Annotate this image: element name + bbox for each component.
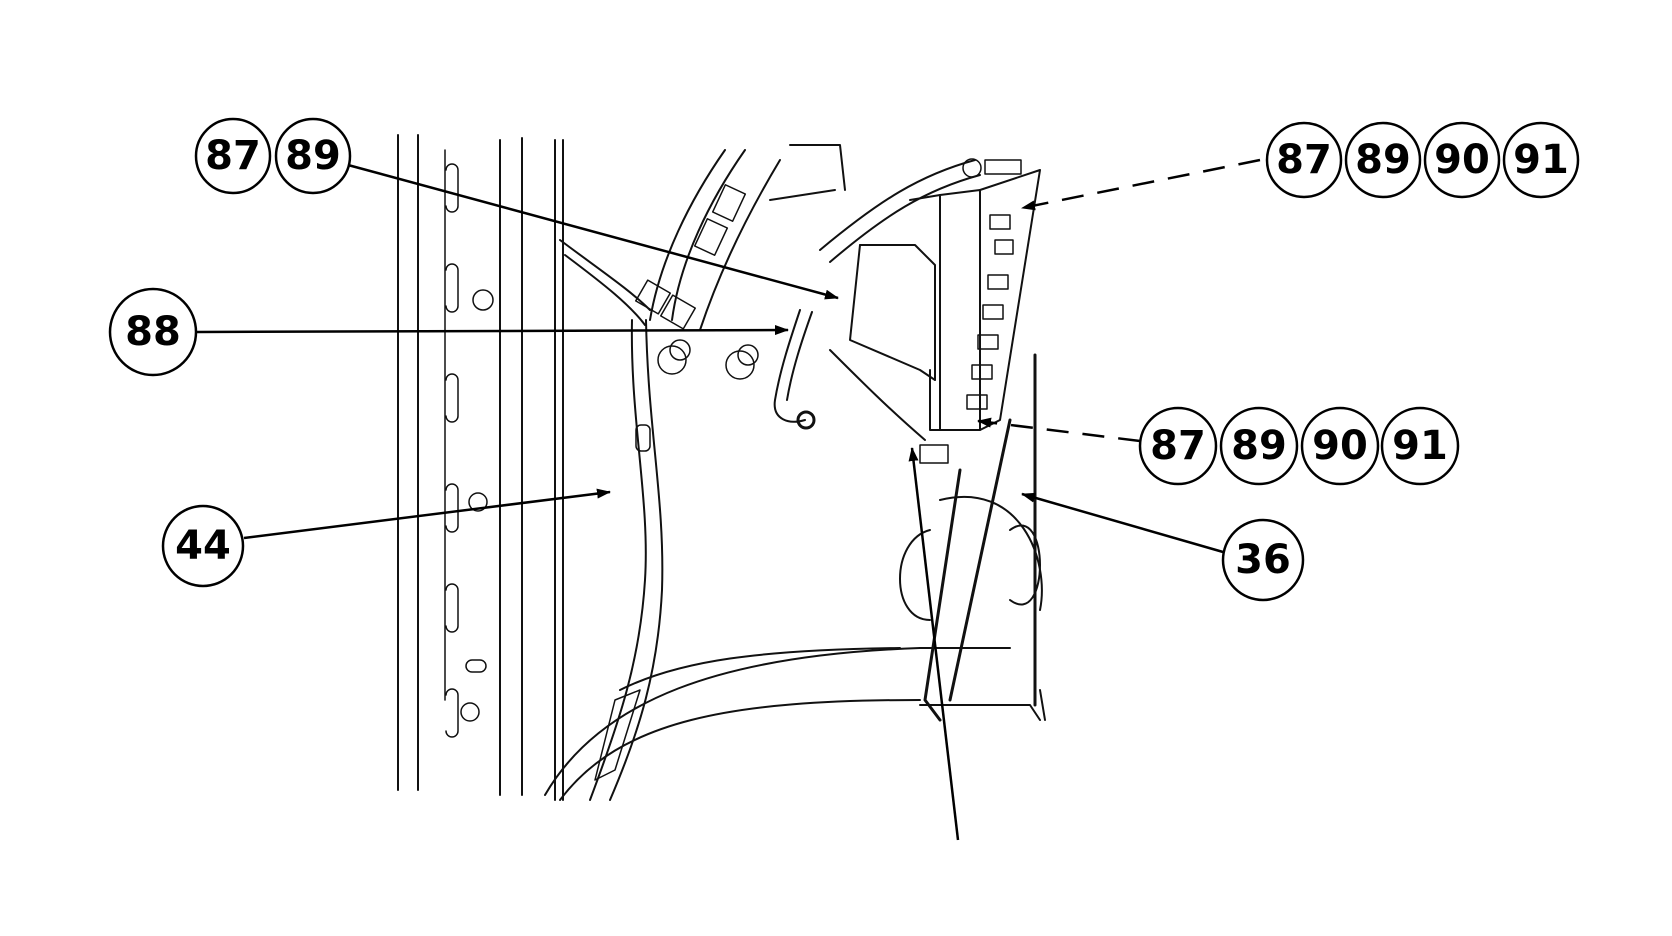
leader-44 [243, 488, 611, 540]
leader-lower-block [908, 447, 960, 841]
callout-label: 87 [1150, 423, 1206, 469]
callout-label: 87 [1276, 137, 1332, 183]
leader-87-89-90-91-bottom [977, 417, 1141, 443]
wheel-well-housing [544, 353, 1046, 801]
callout-label: 88 [125, 309, 181, 355]
leader-36 [1021, 492, 1231, 556]
leader-87-89-90-91-top [1021, 158, 1261, 211]
callout-44: 44 [161, 504, 245, 588]
callout-87-89: 87 89 [194, 117, 352, 195]
callout-label: 91 [1513, 137, 1569, 183]
callout-label: 91 [1392, 423, 1448, 469]
callout-label: 90 [1434, 137, 1490, 183]
callout-label: 89 [285, 133, 341, 179]
callout-label: 36 [1235, 537, 1291, 583]
callout-87-89-90-91-top: 87 89 90 91 [1265, 121, 1580, 199]
callout-88: 88 [108, 287, 198, 377]
leader-88 [196, 325, 789, 336]
leader-lines [196, 158, 1261, 841]
leader-87-89 [347, 163, 839, 300]
frame-rails [397, 134, 564, 801]
pipe-bundle [559, 149, 816, 801]
callout-label: 90 [1312, 423, 1368, 469]
callout-36: 36 [1221, 518, 1305, 602]
callout-label: 44 [175, 523, 231, 569]
callout-87-89-90-91-bottom: 87 89 90 91 [1138, 406, 1460, 486]
callout-label: 87 [205, 133, 261, 179]
valve-block [769, 144, 1041, 464]
callout-label: 89 [1231, 423, 1287, 469]
callout-label: 89 [1355, 137, 1411, 183]
